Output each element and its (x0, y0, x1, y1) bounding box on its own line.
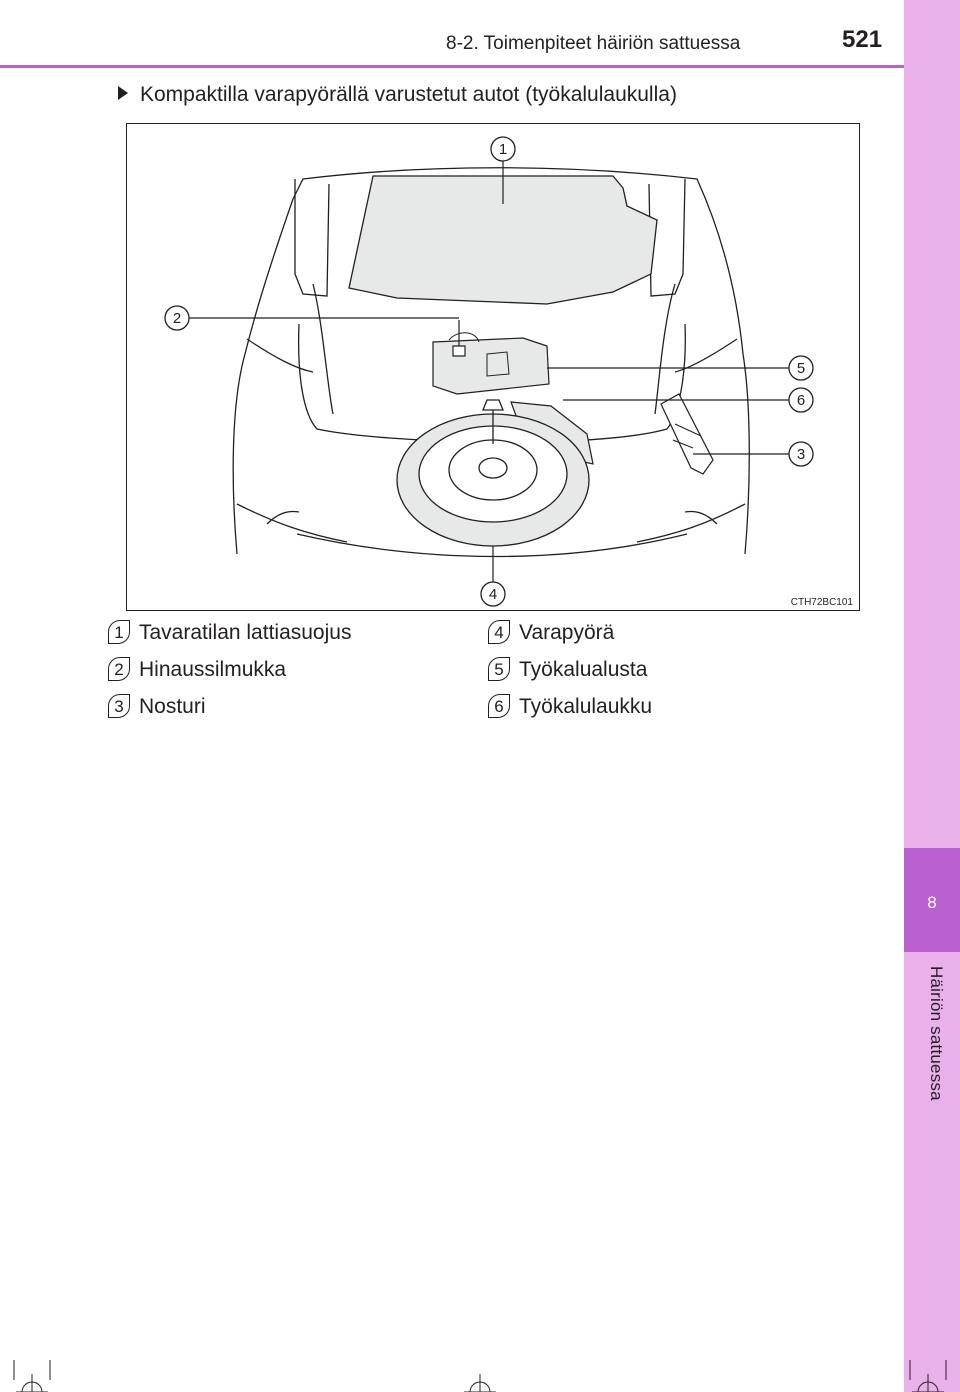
section-title: 8-2. Toimenpiteet häiriön sattuessa (446, 33, 741, 54)
chapter-number-box (904, 848, 960, 952)
legend-item-4: 4 Varapyörä (488, 620, 614, 645)
callout-3: 3 (797, 446, 805, 463)
legend-label: Hinaussilmukka (139, 658, 287, 681)
trunk-drawing: 1 2 5 6 3 4 (164, 136, 814, 607)
jack (660, 393, 714, 475)
chapter-number: 8 (927, 893, 937, 912)
trunk-illustration: 1 2 5 6 3 4 CTH72BC101 (126, 123, 860, 611)
callout-2: 2 (173, 310, 181, 327)
legend-number-badge: 4 (488, 620, 510, 644)
floor-cover (348, 175, 658, 305)
subtitle-text: Kompaktilla varapyörällä varustetut auto… (140, 83, 677, 106)
legend-item-1: 1 Tavaratilan lattiasuojus (108, 620, 351, 645)
subtitle: Kompaktilla varapyörällä varustetut auto… (118, 83, 677, 107)
callout-5: 5 (797, 360, 805, 377)
callout-4: 4 (489, 586, 497, 603)
left-hinge (294, 179, 330, 297)
chapter-side-tab: 8 Häiriön sattuessa (904, 0, 960, 1392)
spare-tire (396, 399, 590, 547)
callout-circle-1 (490, 136, 516, 162)
callout-circle-6 (788, 387, 814, 413)
tool-tray (432, 337, 550, 395)
legend-label: Varapyörä (519, 621, 615, 644)
figure-code: CTH72BC101 (790, 597, 853, 608)
callout-1: 1 (499, 141, 507, 158)
legend-number-badge: 1 (108, 620, 130, 644)
legend-number-badge: 3 (108, 694, 130, 718)
page-number: 521 (842, 26, 883, 53)
legend-number-badge: 2 (108, 657, 130, 681)
bumper-lower (296, 533, 688, 558)
callout-circle-5 (788, 355, 814, 381)
towing-eyelet (452, 320, 466, 357)
header-rule (0, 65, 904, 68)
legend-item-5: 5 Työkalualusta (488, 657, 647, 682)
legend-number-badge: 6 (488, 694, 510, 718)
rear-bumper (236, 503, 746, 543)
chapter-title: Häiriön sattuessa (927, 966, 946, 1101)
callout-6: 6 (797, 392, 805, 409)
legend-label: Nosturi (139, 695, 206, 718)
legend-number-badge: 5 (488, 657, 510, 681)
legend-item-2: 2 Hinaussilmukka (108, 657, 286, 682)
callout-circle-3 (788, 441, 814, 467)
bullet-triangle-icon (118, 86, 128, 100)
legend-label: Työkalulaukku (519, 695, 653, 718)
callout-circle-2 (164, 305, 190, 331)
legend-label: Tavaratilan lattiasuojus (139, 621, 352, 644)
registration-marks (13, 1360, 947, 1392)
legend-item-3: 3 Nosturi (108, 694, 206, 719)
legend-item-6: 6 Työkalulaukku (488, 694, 652, 719)
legend-label: Työkalualusta (519, 658, 648, 681)
callout-circle-4 (480, 581, 506, 607)
